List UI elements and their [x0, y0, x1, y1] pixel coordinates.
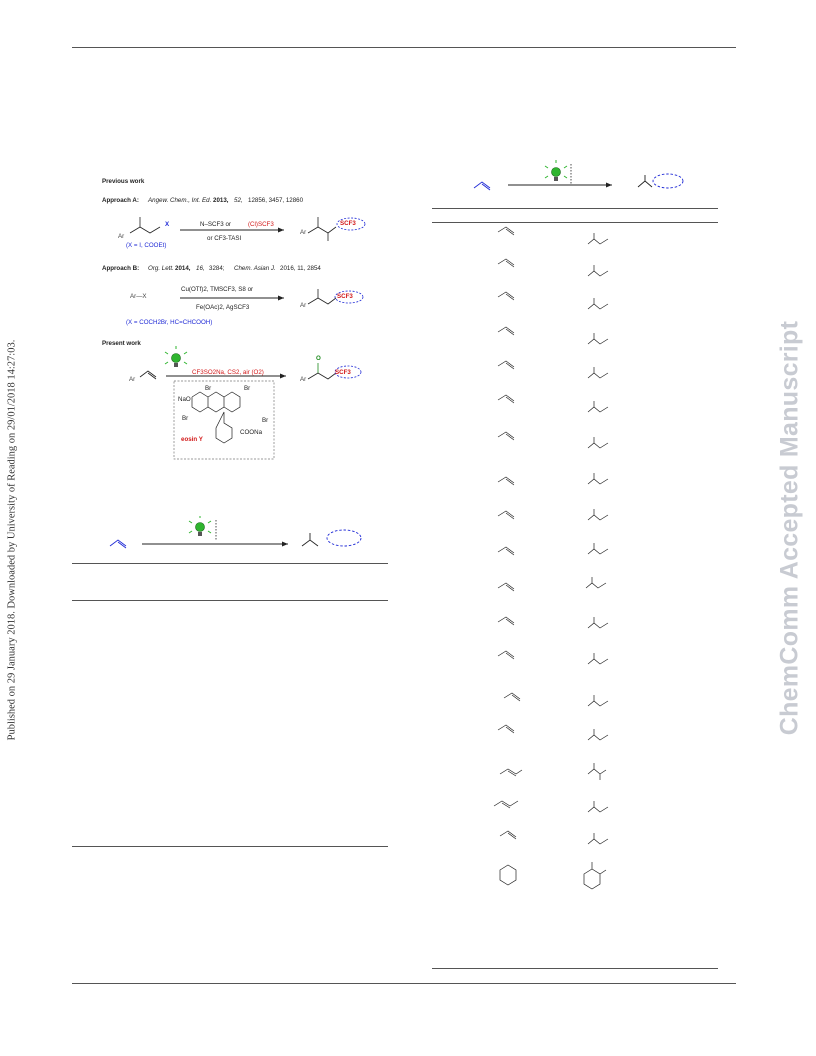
- present-scf3-ring: [334, 365, 362, 379]
- approach-b-scf3-ring: [334, 290, 364, 304]
- entry-row-7: [497, 431, 609, 449]
- previous-work-heading: Previous work: [102, 178, 145, 185]
- table-right-top-rule: [432, 208, 718, 209]
- approach-b-label: Approach B:: [102, 265, 140, 272]
- approach-b-ref-pages: 3284;: [209, 265, 225, 272]
- entry-row-3: [497, 291, 609, 310]
- approach-a-product-skeleton: [307, 226, 337, 234]
- present-work-heading: Present work: [102, 340, 141, 347]
- approach-b-product-ar: Ar: [300, 302, 307, 309]
- entry-row-4: [497, 326, 609, 345]
- entry-row-6: [497, 394, 609, 413]
- approach-b-x-def: (X = COCH2Br, HC=CHCOOH): [126, 319, 213, 326]
- eosin-y-structure: [191, 391, 241, 444]
- approach-a-x: X: [165, 221, 170, 228]
- table-left-bottom-rule: [72, 846, 388, 847]
- present-substrate-alkene: [139, 370, 157, 380]
- table-left-reaction-header: [109, 516, 362, 549]
- entry-row-1: [497, 226, 609, 245]
- entry-row-8: [497, 473, 609, 486]
- entry-row-15: [497, 724, 609, 741]
- entry-row-10: [497, 543, 609, 556]
- approach-a-ref-journal: Angew. Chem., Int. Ed.: [148, 197, 212, 204]
- approach-b-reagent-a: Cu(OTf)2, TMSCF3, S8 or: [181, 286, 254, 293]
- present-reagents: CF3SO2Na, CS2, air (O2): [192, 369, 264, 376]
- approach-a-reaction: [129, 217, 366, 241]
- approach-b-ref2-journal: Chem. Asian J.: [234, 265, 276, 272]
- download-note: Published on 29 January 2018. Downloaded…: [6, 339, 18, 741]
- entry-row-16: [499, 763, 607, 780]
- entry-row-14: [503, 692, 609, 707]
- approach-a-label: Approach A:: [102, 197, 139, 204]
- present-product-ar: Ar: [300, 376, 307, 383]
- eosin-y-label: eosin Y: [181, 436, 203, 443]
- approach-b-ref-volume: 16,: [196, 265, 205, 272]
- approach-a-scf3-ring: [336, 217, 366, 231]
- table-right-bottom-rule: [432, 968, 718, 969]
- green-led-light-icon: [164, 346, 188, 367]
- approach-a-reagent-c: or CF3-TASI: [207, 235, 242, 242]
- entry-row-2: [497, 258, 609, 277]
- approach-b-ref-journal: Org. Lett.: [148, 265, 174, 272]
- eosin-br-4: Br: [262, 417, 269, 424]
- eosin-br-1: Br: [205, 385, 212, 392]
- table-right-header-rule: [432, 222, 718, 223]
- entry-row-13: [497, 650, 609, 665]
- header-rule: [72, 47, 736, 48]
- approach-b-ref-year: 2014,: [175, 265, 191, 272]
- table-right-entries: [493, 226, 609, 890]
- eosin-br-3: Br: [182, 415, 189, 422]
- entry-row-18: [499, 830, 609, 845]
- approach-b-product-skeleton: [307, 297, 337, 305]
- approach-a-ref-volume: 52,: [234, 197, 243, 204]
- entry-row-5: [497, 360, 609, 379]
- approach-a-ref-pages: 12856, 3457, 12860: [248, 197, 304, 204]
- approach-b-substrate: Ar—X: [130, 293, 147, 300]
- eosin-coona: COONa: [240, 429, 263, 436]
- present-product-tag: SCF3: [335, 369, 351, 376]
- entry-row-19: [499, 862, 607, 890]
- eosin-nao: NaO: [178, 396, 191, 403]
- table-right-green-led-icon: [544, 160, 568, 181]
- approach-a-product-ar: Ar: [300, 229, 307, 236]
- eosin-br-2: Br: [244, 385, 251, 392]
- approach-b-reaction: [180, 289, 364, 305]
- approach-a-reagent-b: (Cl)SCF3: [248, 221, 274, 228]
- entry-row-12: [497, 616, 609, 629]
- approach-b-product-tag: SCF3: [337, 293, 353, 300]
- approach-a-ar: Ar: [118, 233, 125, 240]
- entry-row-17: [493, 800, 609, 813]
- table-left-green-led-icon: [188, 516, 212, 536]
- approach-a-substrate-skeleton: [129, 226, 161, 234]
- present-ar: Ar: [129, 376, 136, 383]
- approach-a-reagent-a: N–SCF3 or: [200, 221, 231, 228]
- approach-a-x-def: (X = I, COOEt): [126, 242, 167, 249]
- approach-a-ref-year: 2013,: [213, 197, 229, 204]
- eosin-y-box: [173, 380, 275, 460]
- footer-rule: [72, 983, 736, 984]
- present-reaction: [139, 346, 362, 460]
- entry-row-11: [497, 577, 607, 592]
- approach-b-reagent-b: Fe(OAc)2, AgSCF3: [196, 304, 250, 311]
- present-ketone-o: O: [316, 355, 321, 362]
- accepted-manuscript-watermark: ChemComm Accepted Manuscript: [775, 320, 804, 736]
- approach-b-ref2: 2016, 11, 2854: [280, 265, 321, 272]
- approach-a-product-tag: SCF3: [340, 220, 356, 227]
- table-right-reaction-header: [473, 160, 684, 191]
- table-left-top-rule: [72, 563, 388, 564]
- table-left-header-rule: [72, 600, 388, 601]
- present-product-skeleton: [307, 372, 337, 380]
- entry-row-9: [497, 509, 609, 521]
